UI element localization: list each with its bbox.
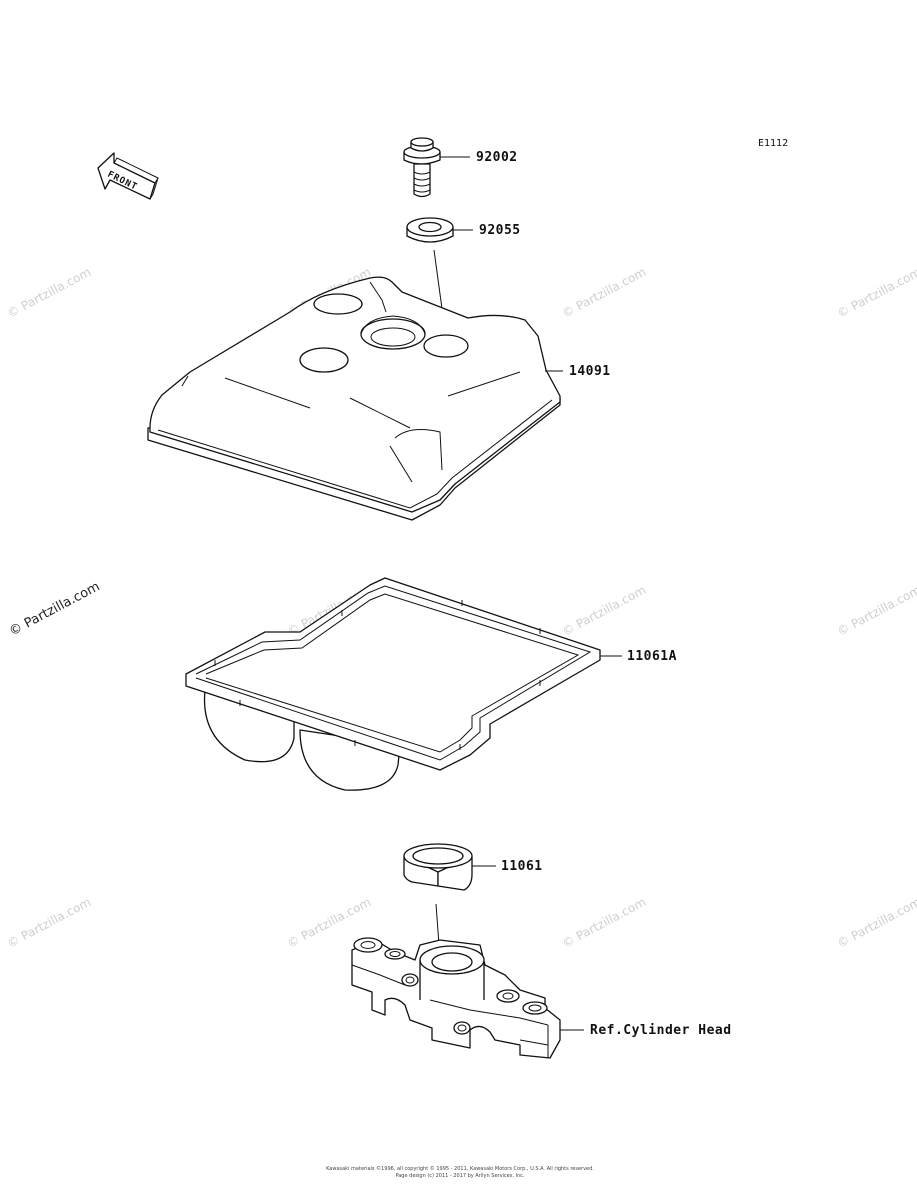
part-label-14091: 14091 — [569, 364, 611, 379]
part-label-11061: 11061 — [501, 859, 543, 874]
cylinder-head-cover-14091 — [147, 276, 561, 521]
part-label-11061A: 11061A — [627, 649, 677, 664]
front-arrow-icon: FRONT — [97, 152, 159, 200]
watermark: © Partzilla.com — [835, 583, 917, 639]
watermark: © Partzilla.com — [835, 265, 917, 321]
diagram-code: E1112 — [758, 138, 788, 149]
watermark: © Partzilla.com — [560, 895, 648, 951]
watermark: © Partzilla.com — [5, 265, 93, 321]
gasket-11061A — [185, 577, 601, 791]
watermark: © Partzilla.com — [560, 265, 648, 321]
seal-11061 — [403, 843, 473, 891]
watermark: © Partzilla.com — [560, 583, 648, 639]
copyright-footer: Kawasaki materials ©1996, all copyright … — [300, 1166, 620, 1180]
footer-line-2: Page design (c) 2011 - 2017 by Arilyn Se… — [395, 1173, 525, 1179]
part-label-92055: 92055 — [479, 223, 521, 238]
grommet-92055 — [406, 217, 454, 243]
watermark: © Partzilla.com — [835, 895, 917, 951]
watermark: © Partzilla.com — [7, 579, 103, 639]
watermark: © Partzilla.com — [5, 895, 93, 951]
part-label-ref-cylinder-head: Ref.Cylinder Head — [590, 1023, 732, 1038]
footer-line-1: Kawasaki materials ©1996, all copyright … — [326, 1166, 594, 1172]
cylinder-head-reference — [351, 937, 561, 1059]
bolt-92002 — [403, 137, 441, 198]
part-label-92002: 92002 — [476, 150, 518, 165]
